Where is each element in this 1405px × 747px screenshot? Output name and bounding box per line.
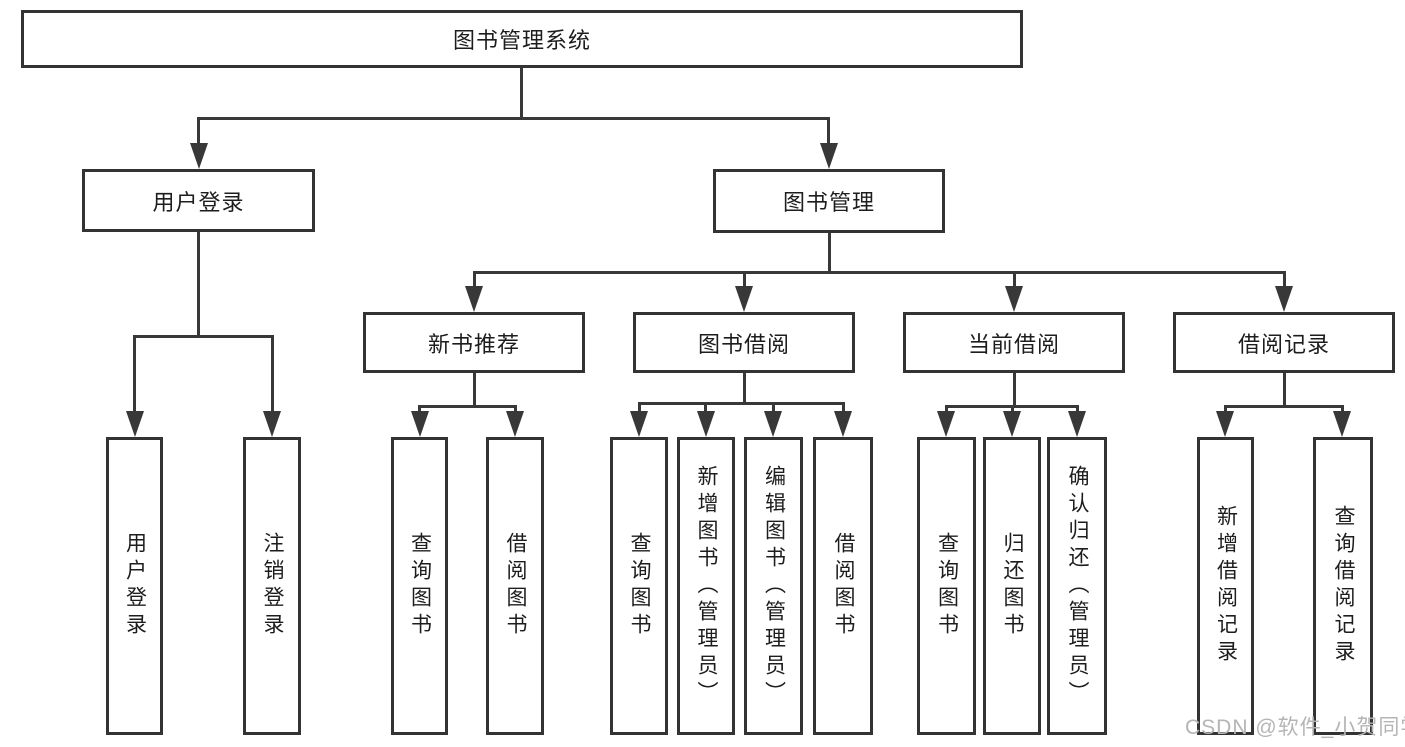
connector-vline: [638, 402, 641, 414]
connector-hline: [473, 271, 1286, 274]
connector-vline: [520, 68, 523, 119]
leaf-label: 用户登录: [123, 532, 147, 640]
connector-vline: [1011, 405, 1014, 414]
leaf-label: 新增借阅记录: [1214, 505, 1238, 667]
connector-vline: [418, 405, 421, 414]
connector-hline: [418, 405, 517, 408]
arrow-down-icon: [1068, 411, 1086, 437]
leaf-edit-book-admin: 编辑图书（管理员）: [744, 437, 803, 735]
connector-vline: [743, 271, 746, 288]
connector-vline: [1283, 373, 1286, 408]
leaf-query-books: 查询图书: [610, 437, 668, 735]
connector-vline: [473, 271, 476, 288]
node-label: 用户登录: [152, 189, 245, 215]
arrow-down-icon: [263, 411, 281, 437]
leaf-label: 新增图书（管理员）: [695, 464, 718, 708]
connector-vline: [828, 233, 831, 274]
node-book-borrow: 图书借阅: [633, 312, 855, 373]
connector-vline: [945, 405, 948, 414]
arrow-down-icon: [1005, 286, 1023, 312]
leaf-query-books: 查询图书: [917, 437, 976, 735]
leaf-label: 确认归还（管理员）: [1066, 464, 1089, 708]
connector-vline: [842, 402, 845, 414]
leaf-label: 查询图书: [408, 532, 432, 640]
leaf-label: 编辑图书（管理员）: [762, 464, 786, 708]
node-current-borrow: 当前借阅: [903, 312, 1125, 373]
leaf-borrow-books: 借阅图书: [486, 437, 544, 735]
node-label: 借阅记录: [1237, 331, 1330, 357]
leaf-label: 借阅图书: [832, 532, 855, 640]
leaf-logout: 注销登录: [243, 437, 301, 735]
csdn-watermark: CSDN @软件_小贺同学: [1185, 716, 1405, 739]
connector-vline: [704, 402, 707, 414]
connector-vline: [1341, 405, 1344, 414]
connector-vline: [514, 405, 517, 414]
connector-vline: [271, 335, 274, 413]
arrow-down-icon: [1003, 411, 1021, 437]
node-new-book-recommend: 新书推荐: [363, 312, 585, 373]
arrow-down-icon: [764, 411, 782, 437]
arrow-down-icon: [735, 286, 753, 312]
connector-vline: [133, 335, 136, 413]
connector-vline: [1283, 271, 1286, 288]
connector-hline: [197, 117, 830, 120]
arrow-down-icon: [937, 411, 955, 437]
leaf-label: 归还图书: [1001, 532, 1024, 640]
connector-vline: [743, 373, 746, 405]
node-borrow-record: 借阅记录: [1173, 312, 1395, 373]
leaf-query-borrow-record: 查询借阅记录: [1313, 437, 1373, 735]
leaf-add-borrow-record: 新增借阅记录: [1197, 437, 1254, 735]
connector-vline: [1013, 271, 1016, 288]
leaf-borrow-books: 借阅图书: [813, 437, 873, 735]
connector-vline: [1076, 405, 1079, 414]
connector-hline: [1224, 405, 1344, 408]
leaf-label: 注销登录: [261, 532, 284, 640]
arrow-down-icon: [630, 411, 648, 437]
arrow-down-icon: [1275, 286, 1293, 312]
arrow-down-icon: [126, 411, 144, 437]
arrow-down-icon: [465, 286, 483, 312]
leaf-query-books: 查询图书: [391, 437, 448, 735]
arrow-down-icon: [1216, 411, 1234, 437]
node-label: 图书借阅: [697, 331, 790, 357]
leaf-label: 查询图书: [935, 532, 959, 640]
leaf-label: 借阅图书: [504, 532, 527, 640]
node-label: 当前借阅: [967, 331, 1060, 357]
node-label: 新书推荐: [427, 331, 520, 357]
arrow-down-icon: [834, 411, 852, 437]
arrow-down-icon: [697, 411, 715, 437]
connector-vline: [473, 373, 476, 408]
connector-vline: [197, 117, 200, 145]
connector-vline: [772, 402, 775, 414]
leaf-label: 查询图书: [628, 532, 651, 640]
arrow-down-icon: [820, 143, 838, 169]
connector-vline: [1224, 405, 1227, 414]
arrow-down-icon: [506, 411, 524, 437]
arrow-down-icon: [1333, 411, 1351, 437]
connector-hline: [638, 402, 845, 405]
connector-vline: [197, 232, 200, 338]
arrow-down-icon: [411, 411, 429, 437]
node-label: 图书管理: [782, 190, 875, 215]
node-root: 图书管理系统: [21, 10, 1023, 68]
arrow-down-icon: [190, 143, 208, 169]
leaf-confirm-return-admin: 确认归还（管理员）: [1047, 437, 1107, 735]
connector-vline: [1013, 373, 1016, 408]
leaf-user-login: 用户登录: [106, 437, 163, 735]
connector-hline: [133, 335, 274, 338]
leaf-label: 查询借阅记录: [1332, 505, 1355, 667]
node-label: 图书管理系统: [452, 28, 591, 53]
node-book-management: 图书管理: [713, 169, 945, 233]
connector-vline: [827, 117, 830, 145]
node-user-login: 用户登录: [82, 169, 315, 232]
leaf-add-book-admin: 新增图书（管理员）: [677, 437, 735, 735]
leaf-return-books: 归还图书: [983, 437, 1041, 735]
